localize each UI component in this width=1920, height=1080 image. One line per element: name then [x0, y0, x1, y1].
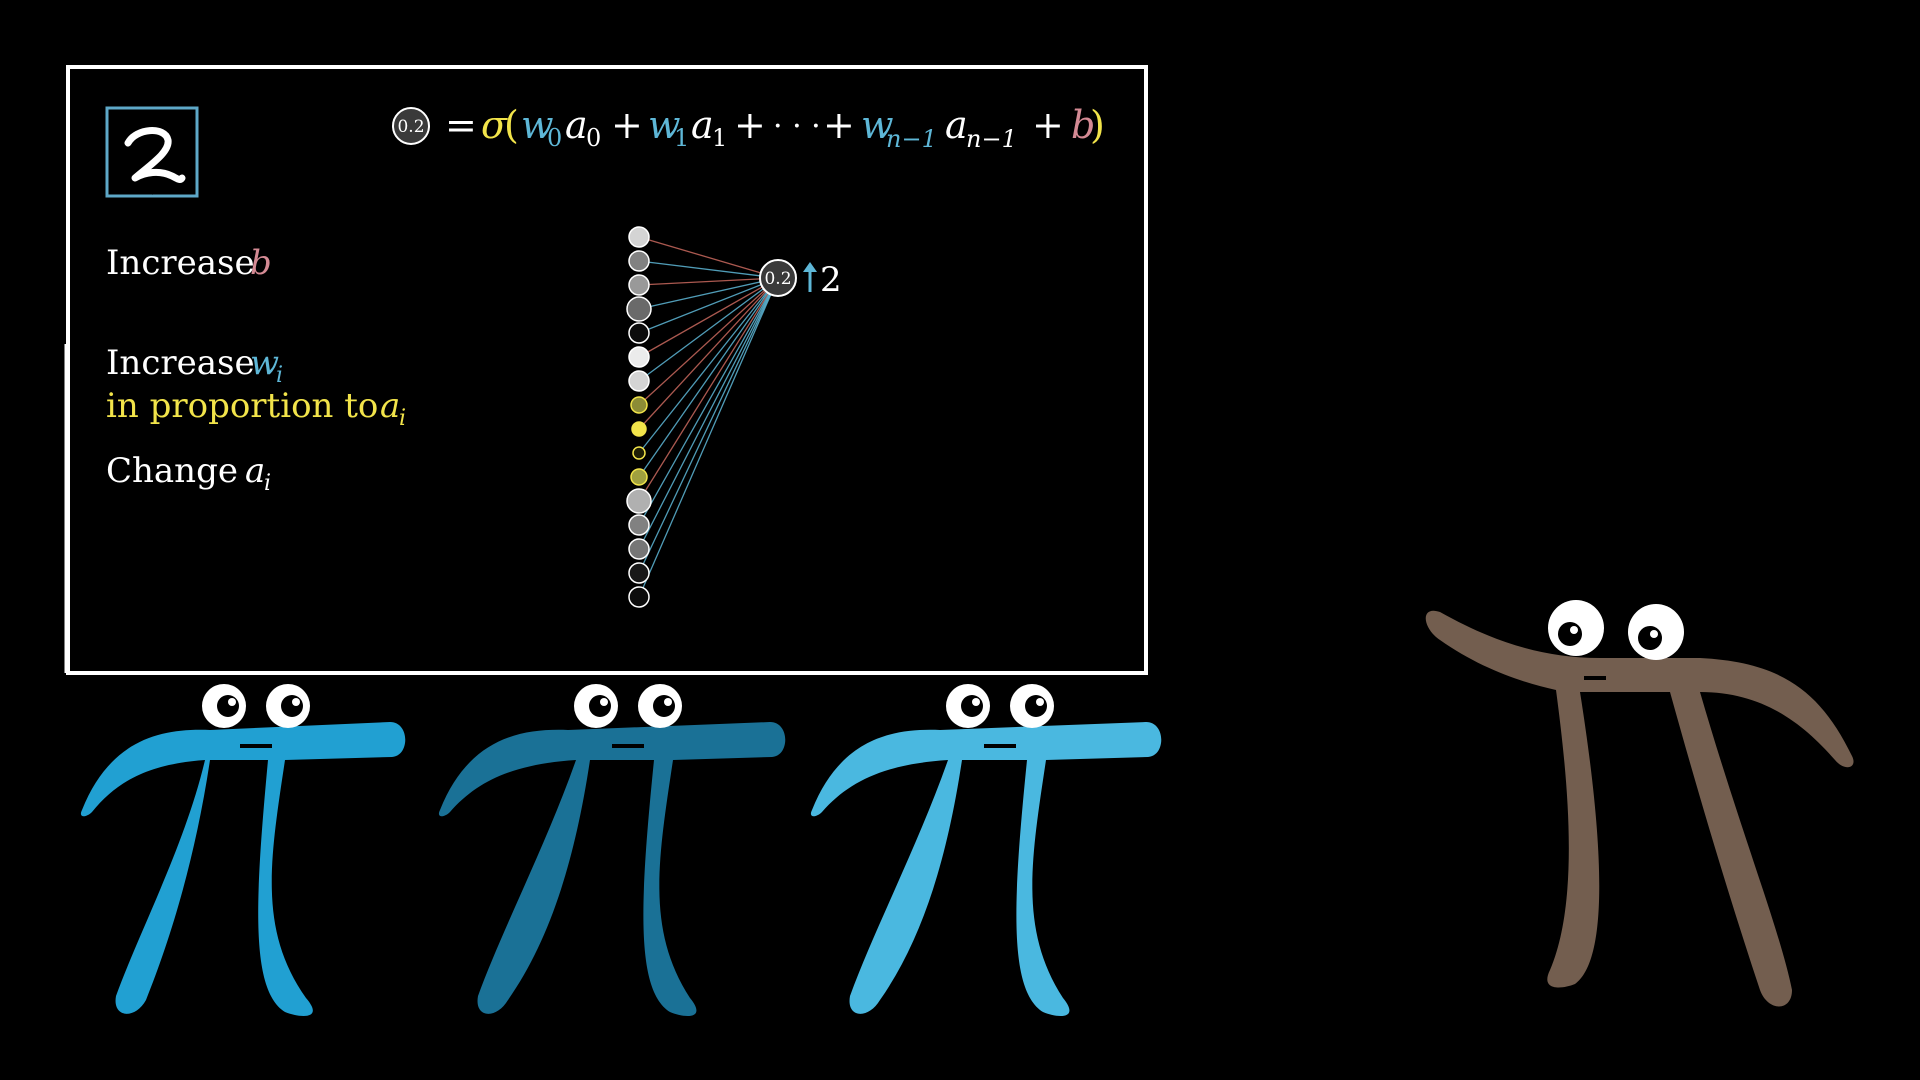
network-connection: [638, 277, 779, 358]
network-connection: [638, 277, 779, 454]
formula-w0-sub: 0: [547, 124, 562, 152]
network-connections: [638, 236, 779, 598]
formula-an: a: [945, 103, 968, 147]
instruction-increase-bias-var: b: [250, 243, 272, 283]
network-connection: [638, 277, 779, 574]
input-neuron: [628, 346, 650, 368]
formula-an-sub: n−1: [966, 125, 1017, 153]
instruction-proportion-var: a: [380, 386, 400, 426]
input-neuron: [631, 421, 647, 437]
instruction-increase-weights-var: w: [250, 343, 279, 383]
input-neuron: [628, 274, 650, 296]
output-neuron-value: 0.2: [764, 269, 791, 289]
input-neuron: [632, 446, 646, 460]
formula-w1: w: [648, 103, 681, 147]
instruction-change-activations-sub: i: [264, 471, 271, 496]
network-connection: [638, 277, 779, 550]
formula-plus-1: +: [611, 103, 643, 147]
input-neuron: [628, 538, 650, 560]
instruction-increase-bias-label: Increase: [106, 243, 255, 283]
formula: 0.2 = σ ( w 0 a 0 + w 1 a 1 + · · · + w …: [392, 103, 1105, 153]
formula-wn-sub: n−1: [886, 125, 937, 153]
network-connection: [638, 236, 779, 279]
network-connection: [638, 277, 779, 526]
formula-plus-3: +: [823, 103, 855, 147]
pi-creature-blue-3: [810, 684, 1162, 1017]
network-connection: [638, 277, 779, 286]
instruction-proportion-sub: i: [399, 406, 406, 431]
network-connection: [638, 277, 779, 502]
input-neuron: [628, 562, 650, 584]
digit-label: 2: [152, 194, 153, 196]
formula-close-paren: ): [1090, 103, 1105, 147]
formula-neuron-value: 0.2: [397, 117, 424, 137]
formula-a0: a: [565, 103, 588, 147]
formula-plus-4: +: [1032, 103, 1064, 147]
instruction-proportion-label: in proportion to: [106, 386, 378, 426]
formula-a1-sub: 1: [712, 124, 727, 152]
formula-a1: a: [691, 103, 714, 147]
formula-b: b: [1071, 103, 1095, 147]
digit-image: 2: [105, 106, 199, 198]
input-neuron: [626, 488, 652, 514]
instruction-change-activations-label: Change: [106, 451, 238, 491]
network-connection: [638, 277, 779, 406]
network-input-layer: [626, 226, 652, 608]
instruction-increase-weights-sub: i: [276, 363, 283, 388]
pi-creature-blue-2: [438, 684, 786, 1017]
network-connection: [638, 277, 779, 478]
formula-w1-sub: 1: [674, 124, 689, 152]
neural-network: 0.2 2: [626, 226, 842, 608]
pi-creature-blue-1: [80, 684, 406, 1017]
formula-dots: · · ·: [773, 109, 821, 144]
up-arrow-icon: [803, 262, 817, 292]
formula-w0: w: [521, 103, 554, 147]
input-neuron: [630, 396, 648, 414]
formula-open-paren: (: [504, 103, 519, 147]
formula-plus-2: +: [734, 103, 766, 147]
formula-equals: =: [445, 103, 477, 147]
input-neuron: [628, 226, 650, 248]
network-connection: [638, 277, 779, 430]
input-neuron: [628, 322, 650, 344]
formula-sigma: σ: [481, 103, 508, 147]
instruction-increase-weights-label: Increase: [106, 343, 255, 383]
formula-a0-sub: 0: [586, 124, 601, 152]
lesson-frame: [66, 65, 1148, 675]
input-neuron: [628, 250, 650, 272]
network-connection: [638, 277, 779, 310]
network-connection: [638, 277, 779, 598]
input-neuron: [628, 370, 650, 392]
input-neuron: [628, 586, 650, 608]
input-neuron: [628, 514, 650, 536]
network-connection: [638, 260, 779, 279]
network-connection: [638, 277, 779, 382]
formula-wn: w: [861, 103, 894, 147]
output-neuron: [759, 259, 797, 297]
instruction-change-activations-var: a: [245, 451, 265, 491]
input-neuron: [630, 468, 648, 486]
formula-neuron-circle: [392, 107, 430, 145]
target-digit-label: 2: [820, 260, 842, 300]
input-neuron: [626, 296, 652, 322]
network-connection: [638, 277, 779, 334]
pi-creature-brown: [1425, 600, 1854, 1007]
